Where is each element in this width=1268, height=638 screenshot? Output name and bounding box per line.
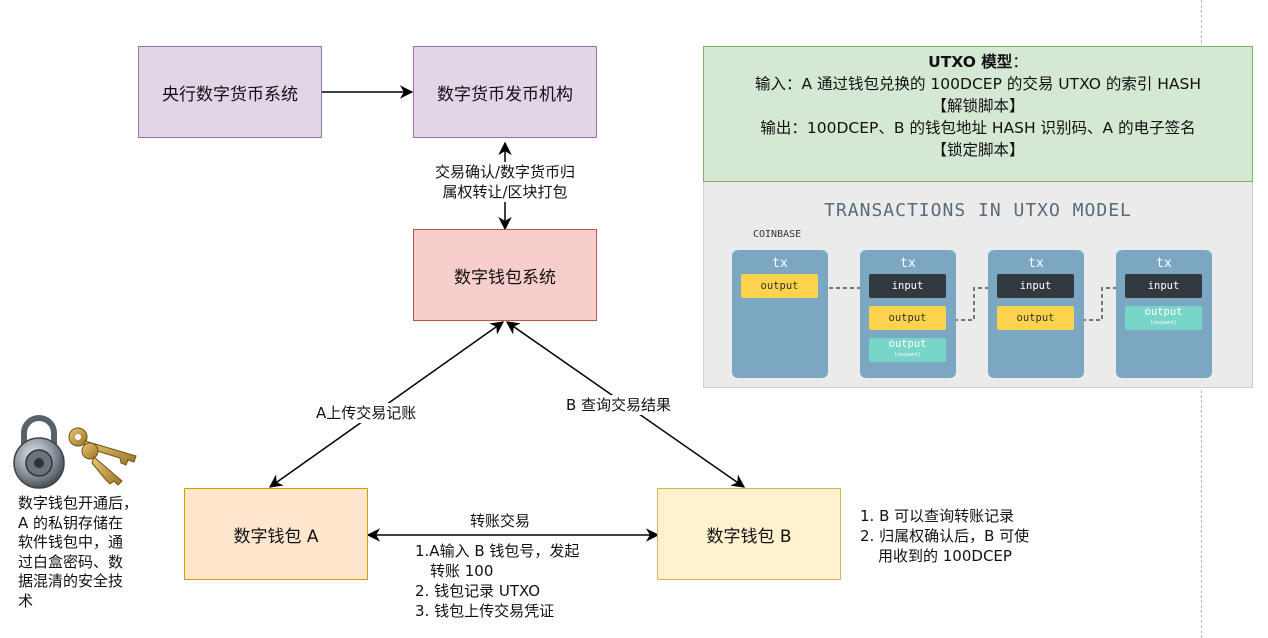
tx-label: tx	[900, 256, 916, 271]
wallet-a-note-line3: 软件钱包中，通	[18, 533, 124, 551]
tx-column-coinbase: tx output	[732, 250, 828, 378]
transfer-step3: 3. 钱包上传交易凭证	[415, 602, 555, 620]
edge-label-a-upload: A上传交易记账	[316, 403, 417, 423]
node-wallet-a: 数字钱包 A	[184, 488, 368, 580]
node-central-bank: 央行数字货币系统	[138, 46, 322, 138]
wallet-a-note-line1: 数字钱包开通后，	[18, 494, 139, 512]
transfer-step1-line2: 转账 100	[430, 562, 494, 580]
wallet-a-note-line4: 过白盒密码、数	[18, 552, 124, 571]
utxo-unlock-script: 【解锁脚本】	[931, 97, 1025, 115]
node-wallet-system-label: 数字钱包系统	[454, 267, 556, 288]
wallet-a-note-line6: 术	[18, 591, 34, 610]
wallet-b-note-line2: 2. 归属权确认后，B 可使	[860, 527, 1030, 545]
unspent-output-label: output	[888, 338, 927, 350]
node-wallet-a-label: 数字钱包 A	[233, 526, 319, 547]
wallet-b-notes: 1. B 可以查询转账记录 2. 归属权确认后，B 可使 用收到的 100DCE…	[860, 506, 1029, 566]
keys-icon	[68, 427, 137, 486]
utxo-model-title-suffix: ：	[1012, 53, 1028, 71]
node-issuer-label: 数字货币发币机构	[437, 84, 573, 105]
coinbase-label: COINBASE	[753, 229, 802, 240]
utxo-model-title-bold: UTXO 模型	[928, 53, 1013, 71]
utxo-figure-title: TRANSACTIONS IN UTXO MODEL	[824, 200, 1132, 221]
wallet-a-note-line5: 据混清的安全技	[18, 572, 124, 590]
unspent-output-chip: output (unspent)	[869, 338, 946, 362]
utxo-figure: TRANSACTIONS IN UTXO MODEL COINBASE tx o…	[703, 182, 1253, 388]
unspent-output-label: output	[1144, 306, 1183, 318]
node-central-bank-label: 央行数字货币系统	[162, 84, 298, 105]
transfer-steps: 1.A输入 B 钱包号，发起 转账 100 2. 钱包记录 UTXO 3. 钱包…	[415, 541, 579, 621]
transfer-step2: 2. 钱包记录 UTXO	[415, 582, 541, 600]
tx-label: tx	[772, 256, 788, 271]
wallet-b-note-line1: 1. B 可以查询转账记录	[860, 507, 1015, 525]
input-chip: input	[869, 274, 946, 298]
node-wallet-system: 数字钱包系统	[413, 229, 597, 321]
edge-label-b-query: B 查询交易结果	[566, 395, 672, 415]
tx-column-2: tx input output output (unspent)	[860, 250, 956, 378]
utxo-model-title: UTXO 模型：	[704, 51, 1252, 73]
output-chip: output	[869, 306, 946, 330]
output-chip: output	[741, 274, 818, 298]
tx-label: tx	[1028, 256, 1044, 271]
wallet-b-note-line3: 用收到的 100DCEP	[878, 547, 1012, 565]
tx-label: tx	[1156, 256, 1172, 271]
utxo-input-line: 输入：A 通过钱包兑换的 100DCEP 的交易 UTXO 的索引 HASH	[754, 75, 1202, 93]
edge-label-issuer-wallet-line1: 交易确认/数字货币归	[434, 163, 576, 181]
output-chip: output	[997, 306, 1074, 330]
unspent-tag: (unspent)	[1149, 320, 1178, 326]
tx-column-4: tx input output (unspent)	[1116, 250, 1212, 378]
tx-column-3: tx input output	[988, 250, 1084, 378]
unspent-tag: (unspent)	[893, 352, 922, 358]
wallet-a-note-line2: A 的私钥存储在	[18, 513, 124, 532]
unspent-output-chip: output (unspent)	[1125, 306, 1202, 330]
transfer-step1-line1: 1.A输入 B 钱包号，发起	[415, 542, 580, 560]
input-chip: input	[997, 274, 1074, 298]
node-wallet-b: 数字钱包 B	[657, 488, 841, 580]
wallet-a-security-note: 数字钱包开通后， A 的私钥存储在 软件钱包中，通 过白盒密码、数 据混清的安全…	[18, 494, 138, 611]
node-wallet-b-label: 数字钱包 B	[706, 526, 792, 547]
utxo-output-line: 输出：100DCEP、B 的钱包地址 HASH 识别码、A 的电子签名	[760, 119, 1196, 137]
padlock-icon	[13, 415, 65, 489]
edge-label-transfer: 转账交易	[470, 512, 531, 530]
lock-and-keys-icon	[13, 415, 137, 489]
edge-label-issuer-wallet-line2: 属权转让/区块打包	[442, 183, 568, 201]
edge-label-issuer-wallet: 交易确认/数字货币归 属权转让/区块打包	[420, 162, 590, 202]
node-issuer: 数字货币发币机构	[413, 46, 597, 138]
input-chip: input	[1125, 274, 1202, 298]
utxo-lock-script: 【锁定脚本】	[931, 141, 1025, 159]
utxo-model-note: UTXO 模型： 输入：A 通过钱包兑换的 100DCEP 的交易 UTXO 的…	[703, 46, 1253, 182]
